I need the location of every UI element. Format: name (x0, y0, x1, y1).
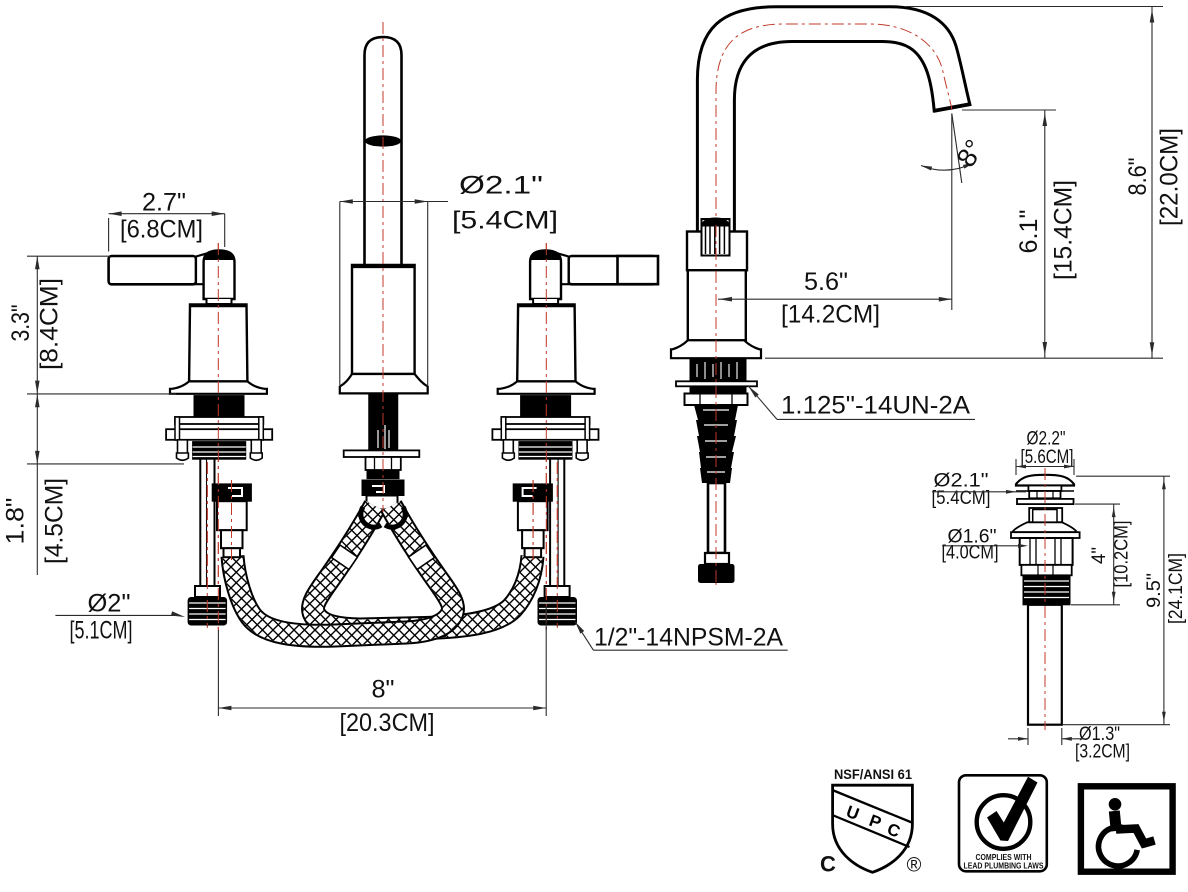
svg-text:3.3": 3.3" (7, 305, 35, 342)
svg-text:Ø2.1": Ø2.1" (459, 172, 543, 200)
svg-text:5.6": 5.6" (804, 268, 848, 296)
svg-text:1/2"-14NPSM-2A: 1/2"-14NPSM-2A (594, 624, 783, 652)
svg-text:1.8": 1.8" (2, 498, 30, 545)
svg-text:[6.8CM]: [6.8CM] (120, 216, 203, 244)
svg-text:1.125"-14UN-2A: 1.125"-14UN-2A (781, 392, 970, 420)
svg-text:[5.6CM]: [5.6CM] (1021, 446, 1074, 468)
svg-text:[15.4CM]: [15.4CM] (1050, 180, 1078, 280)
svg-text:[4.5CM]: [4.5CM] (41, 478, 69, 564)
svg-text:[10.2CM]: [10.2CM] (1111, 521, 1133, 588)
svg-text:[24.1CM]: [24.1CM] (1165, 553, 1187, 624)
svg-text:[22.0CM]: [22.0CM] (1156, 128, 1184, 226)
svg-text:[5.4CM]: [5.4CM] (932, 487, 991, 509)
svg-text:[3.2CM]: [3.2CM] (1075, 741, 1130, 763)
svg-text:[4.0CM]: [4.0CM] (942, 542, 999, 564)
svg-text:4": 4" (1088, 547, 1110, 564)
svg-text:NSF/ANSI 61: NSF/ANSI 61 (834, 767, 912, 782)
svg-text:Ø1.3": Ø1.3" (1079, 723, 1120, 745)
svg-text:[14.2CM]: [14.2CM] (781, 301, 880, 329)
svg-text:Ø2": Ø2" (88, 590, 131, 618)
svg-text:Ø1.6": Ø1.6" (948, 526, 997, 548)
svg-text:C: C (885, 819, 903, 841)
svg-text:2.7": 2.7" (142, 189, 186, 217)
svg-text:U: U (844, 802, 862, 824)
svg-text:C: C (820, 852, 836, 877)
svg-text:LEAD PLUMBING LAWS: LEAD PLUMBING LAWS (964, 861, 1044, 871)
svg-text:8.6": 8.6" (1124, 158, 1152, 196)
svg-text:Ø2.2": Ø2.2" (1027, 428, 1066, 450)
svg-text:COMPLIES WITH: COMPLIES WITH (976, 852, 1032, 862)
svg-text:®: ® (907, 855, 922, 877)
svg-text:[20.3CM]: [20.3CM] (340, 709, 435, 737)
svg-text:Ø2.1": Ø2.1" (934, 470, 989, 492)
svg-text:9.5": 9.5" (1143, 573, 1165, 608)
svg-text:[5.4CM]: [5.4CM] (452, 207, 558, 235)
svg-text:8": 8" (372, 676, 395, 704)
svg-text:[8.4CM]: [8.4CM] (36, 278, 64, 370)
svg-text:6.1": 6.1" (1015, 210, 1043, 254)
svg-text:[5.1CM]: [5.1CM] (70, 617, 133, 645)
